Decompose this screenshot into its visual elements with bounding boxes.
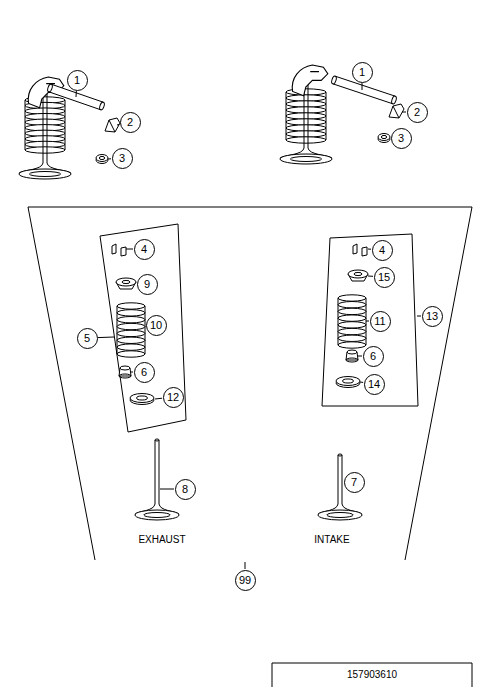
- callout-number: 8: [182, 484, 188, 495]
- callout-number: 7: [351, 477, 357, 488]
- leader-line: [358, 356, 362, 357]
- valve-stem-seal: [119, 366, 131, 378]
- leader-line: [98, 337, 114, 339]
- callout-number: 6: [370, 351, 376, 362]
- valve-spring: [117, 303, 145, 357]
- valve-keepers: [353, 244, 367, 256]
- leader-line: [108, 158, 111, 159]
- leader-line: [417, 316, 421, 317]
- drawing-number: 157903610: [346, 670, 398, 680]
- intake-group-outline: [322, 234, 418, 406]
- leader-line: [245, 562, 246, 569]
- callout-circle: 1: [352, 62, 373, 83]
- callout-circle: 15: [374, 267, 395, 288]
- callout-circle: 5: [77, 328, 98, 349]
- leader-line: [360, 382, 363, 383]
- callout-number: 14: [368, 379, 380, 390]
- callout-circle: 8: [175, 479, 196, 500]
- valve: [135, 439, 179, 520]
- rocker-pad: [105, 118, 120, 132]
- valve: [318, 454, 362, 520]
- callout-number: 2: [127, 117, 133, 128]
- leader-line: [368, 276, 373, 277]
- spring-retainer: [348, 270, 368, 281]
- spring-retainer: [116, 278, 136, 289]
- rocker-pad: [389, 104, 404, 118]
- callout-number: 4: [141, 244, 147, 255]
- callout-circle: 11: [370, 311, 391, 332]
- thrust-washer: [96, 155, 108, 164]
- callout-number: 13: [426, 311, 438, 322]
- callout-number: 12: [167, 392, 179, 403]
- callout-circle: 12: [163, 387, 184, 408]
- leader-line: [76, 91, 77, 97]
- valve-spring: [338, 295, 366, 348]
- rocker-arm: [292, 65, 328, 96]
- callout-circle: 14: [364, 374, 385, 395]
- callout-circle: 3: [391, 128, 412, 149]
- callout-circle: 10: [146, 315, 167, 336]
- callout-number: 3: [398, 133, 404, 144]
- leader-line: [366, 321, 369, 322]
- spring-seat: [130, 394, 154, 405]
- part-drawings: [19, 65, 472, 687]
- valve-stem-seal: [346, 350, 358, 362]
- callout-circle: 1: [67, 70, 88, 91]
- valve: [280, 79, 332, 164]
- leader-line: [155, 398, 162, 400]
- callout-circle: 6: [363, 346, 384, 367]
- callout-number: 1: [359, 67, 365, 78]
- callout-number: 11: [374, 316, 385, 327]
- callout-number: 15: [378, 272, 390, 283]
- valve-keepers: [112, 244, 126, 256]
- callout-number: 9: [144, 279, 150, 290]
- callout-number: 10: [150, 320, 162, 331]
- callout-circle: 2: [120, 112, 141, 133]
- thrust-washer: [378, 134, 390, 143]
- callout-circle: 4: [134, 239, 155, 260]
- valve-spring: [25, 97, 65, 153]
- callout-number: 1: [74, 75, 80, 86]
- callout-number: 2: [414, 107, 420, 118]
- drawing-number-box: [272, 663, 472, 687]
- valve: [19, 91, 71, 179]
- callout-circle: 13: [422, 306, 443, 327]
- callout-number: 6: [141, 367, 147, 378]
- callout-circle: 7: [344, 472, 365, 493]
- leader-line: [362, 83, 363, 90]
- spring-seat: [336, 377, 360, 388]
- group-label: INTAKE: [313, 535, 350, 545]
- leader-line: [368, 249, 371, 250]
- leader-line: [126, 249, 133, 250]
- callout-circle: 6: [134, 362, 155, 383]
- exhaust-group-outline: [100, 224, 186, 432]
- leader-line: [160, 489, 174, 490]
- leader-line: [117, 124, 119, 126]
- callout-circle: 3: [112, 148, 133, 169]
- leader-line: [402, 112, 406, 113]
- callout-number: 5: [84, 333, 90, 344]
- callout-number: 99: [239, 575, 251, 586]
- leader-line: [131, 372, 133, 373]
- callout-circle: 4: [372, 240, 393, 261]
- callout-circle: 9: [137, 274, 158, 295]
- kit-frame: [28, 207, 472, 560]
- group-label: EXHAUST: [137, 535, 186, 545]
- callout-circle: 99: [235, 570, 256, 591]
- callout-number: 3: [119, 153, 125, 164]
- callout-circle: 2: [407, 102, 428, 123]
- callout-number: 4: [379, 245, 385, 256]
- valve-spring: [286, 89, 326, 143]
- leader-lines: [76, 83, 421, 569]
